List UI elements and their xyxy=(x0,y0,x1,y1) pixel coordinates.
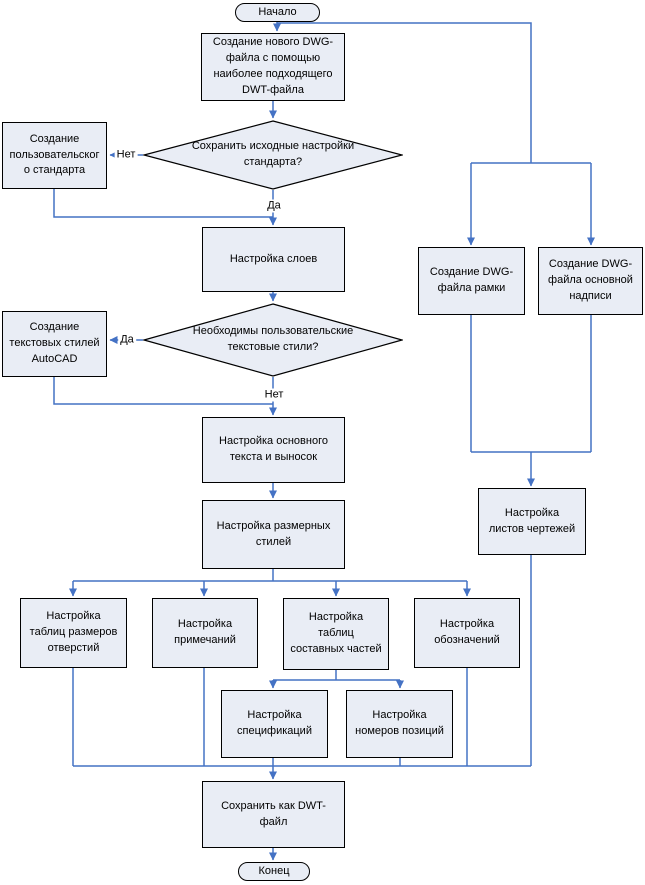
node-drawing-sheets-label: Настройка листов чертежей xyxy=(488,506,576,535)
edge-label-keep-standard-yes: Да xyxy=(265,199,283,213)
node-frame-dwg-label: Создание DWG- файла рамки xyxy=(429,266,514,294)
node-specifications-label: Настройка спецификаций xyxy=(237,709,312,737)
node-save-dwt: Сохранить как DWT- файл xyxy=(202,781,345,848)
node-decision-need-text-styles: Необходимы пользовательские текстовые ст… xyxy=(143,303,403,377)
edge-label-need-styles-yes: Да xyxy=(118,333,136,347)
node-start-label: Начало xyxy=(258,5,297,18)
diamond-shape xyxy=(143,303,403,377)
node-dim-styles-label: Настройка размерных стилей xyxy=(216,519,331,548)
node-main-text-leaders: Настройка основного текста и выносок xyxy=(202,417,345,483)
node-end: Конец xyxy=(238,862,310,881)
node-specifications: Настройка спецификаций xyxy=(221,690,328,758)
node-decision-keep-standard: Сохранить исходные настройки стандарта? xyxy=(143,120,403,190)
node-create-dwg: Создание нового DWG- файла с помощью наи… xyxy=(201,33,345,101)
node-layers-label: Настройка слоев xyxy=(229,252,318,265)
diamond-shape xyxy=(143,120,403,190)
node-item-numbers-label: Настройка номеров позиций xyxy=(355,709,444,737)
node-create-dwg-label: Создание нового DWG- файла с помощью наи… xyxy=(212,36,334,96)
node-main-text-leaders-label: Настройка основного текста и выносок xyxy=(219,435,328,463)
node-hole-tables: Настройка таблиц размеров отверстий xyxy=(20,598,127,668)
node-decision-keep-standard-label: Сохранить исходные настройки стандарта? xyxy=(191,140,355,168)
node-hole-tables-label: Настройка таблиц размеров отверстий xyxy=(29,610,118,654)
node-layers: Настройка слоев xyxy=(202,227,345,292)
node-frame-dwg: Создание DWG- файла рамки xyxy=(418,247,525,315)
node-component-tables-label: Настройка таблиц составных частей xyxy=(290,611,382,655)
node-custom-standard-label: Создание пользовательског о стандарта xyxy=(9,132,100,177)
node-notes: Настройка примечаний xyxy=(152,598,258,668)
edge-label-need-styles-no: Нет xyxy=(262,388,286,402)
node-autocad-text-styles: Создание текстовых стилей AutoCAD xyxy=(2,311,107,377)
node-title-block-dwg-label: Создание DWG- файла основной надписи xyxy=(548,258,633,302)
node-title-block-dwg: Создание DWG- файла основной надписи xyxy=(538,247,643,315)
node-notes-label: Настройка примечаний xyxy=(174,618,236,646)
node-save-dwt-label: Сохранить как DWT- файл xyxy=(221,799,326,828)
node-designations: Настройка обозначений xyxy=(414,598,520,668)
node-item-numbers: Настройка номеров позиций xyxy=(346,690,453,758)
node-drawing-sheets: Настройка листов чертежей xyxy=(478,488,586,555)
connector-custom-standard-return xyxy=(53,189,273,218)
node-dim-styles: Настройка размерных стилей xyxy=(202,500,345,569)
node-component-tables: Настройка таблиц составных частей xyxy=(283,598,389,670)
edge-label-keep-standard-no: Нет xyxy=(114,148,138,162)
node-custom-standard: Создание пользовательског о стандарта xyxy=(2,122,107,189)
connector-branch-right xyxy=(277,22,532,163)
node-autocad-text-styles-label: Создание текстовых стилей AutoCAD xyxy=(9,321,100,365)
node-designations-label: Настройка обозначений xyxy=(434,618,500,646)
node-decision-need-text-styles-label: Необходимы пользовательские текстовые ст… xyxy=(192,325,354,353)
node-end-label: Конец xyxy=(258,864,290,877)
connector-text-styles-return xyxy=(53,377,273,405)
node-start: Начало xyxy=(235,3,320,22)
